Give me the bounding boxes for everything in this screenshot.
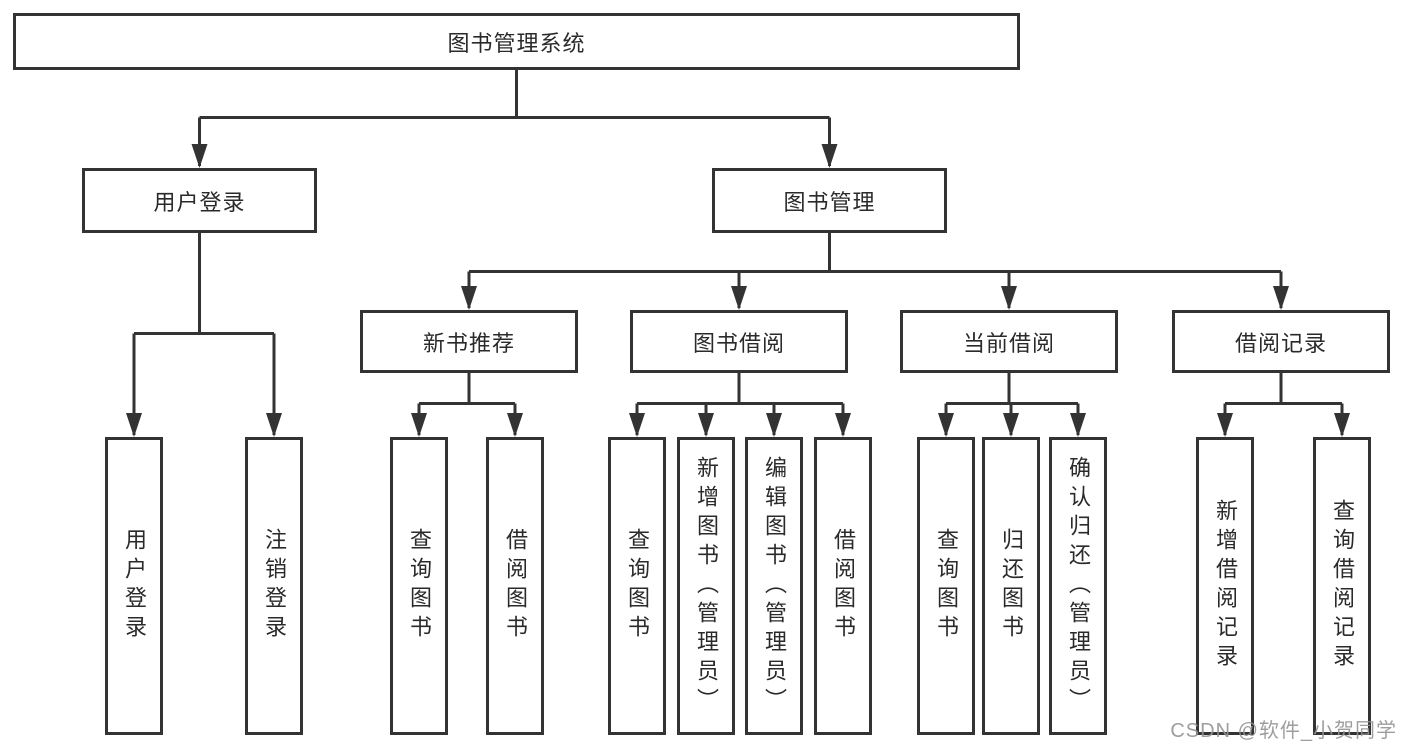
node-root-system: 图书管理系统 (13, 13, 1020, 70)
leaf-return-books: 归还图书 (982, 437, 1040, 735)
node-label: 新增借阅记录 (1213, 499, 1238, 673)
arrow-down-icon (266, 413, 282, 437)
node-label: 查询图书 (625, 528, 650, 644)
arrow-down-icon (411, 413, 427, 437)
node-label: 编辑图书（管理员） (762, 455, 787, 717)
arrow-down-icon (191, 144, 208, 168)
leaf-add-borrow-record: 新增借阅记录 (1196, 437, 1254, 735)
node-label: 用户登录 (122, 528, 147, 644)
node-borrow-records: 借阅记录 (1172, 310, 1390, 373)
arrow-down-icon (835, 413, 851, 437)
node-label: 借阅图书 (503, 528, 528, 644)
node-label: 查询图书 (407, 528, 432, 644)
node-new-book-recommend: 新书推荐 (360, 310, 578, 373)
leaf-query-books-recommend: 查询图书 (390, 437, 448, 735)
node-book-management: 图书管理 (712, 168, 947, 233)
leaf-borrow-books-recommend: 借阅图书 (486, 437, 544, 735)
node-current-borrowing: 当前借阅 (900, 310, 1118, 373)
node-label: 确认归还（管理员） (1066, 455, 1091, 717)
tree-edges (132, 70, 1344, 435)
node-label: 当前借阅 (962, 330, 1055, 356)
arrow-down-icon (1217, 413, 1233, 437)
arrow-down-icon (766, 413, 782, 437)
node-book-borrowing: 图书借阅 (630, 310, 848, 373)
leaf-add-books-admin: 新增图书（管理员） (677, 437, 735, 735)
leaf-query-borrow-record: 查询借阅记录 (1313, 437, 1371, 735)
node-label: 图书管理 (783, 189, 876, 215)
arrow-down-icon (731, 286, 747, 310)
leaf-logout: 注销登录 (245, 437, 303, 735)
node-label: 借阅记录 (1234, 330, 1327, 356)
node-label: 新书推荐 (422, 330, 515, 356)
arrow-down-icon (821, 144, 838, 168)
arrow-down-icon (1003, 413, 1019, 437)
node-user-login: 用户登录 (82, 168, 317, 233)
node-label: 图书管理系统 (447, 30, 586, 56)
leaf-query-books-current: 查询图书 (917, 437, 975, 735)
leaf-borrow-books: 借阅图书 (814, 437, 872, 735)
node-label: 用户登录 (153, 189, 246, 215)
node-label: 新增图书（管理员） (694, 455, 719, 717)
node-label: 查询借阅记录 (1330, 499, 1355, 673)
leaf-query-books-borrow: 查询图书 (608, 437, 666, 735)
arrowhead-icons (126, 144, 1350, 437)
arrow-down-icon (698, 413, 714, 437)
arrow-down-icon (1001, 286, 1017, 310)
leaf-confirm-return-admin: 确认归还（管理员） (1049, 437, 1107, 735)
arrow-down-icon (126, 413, 142, 437)
arrow-down-icon (461, 286, 477, 310)
leaf-user-login: 用户登录 (105, 437, 163, 735)
node-label: 注销登录 (262, 528, 287, 644)
arrow-down-icon (507, 413, 523, 437)
arrow-down-icon (938, 413, 954, 437)
node-label: 查询图书 (934, 528, 959, 644)
arrow-down-icon (1334, 413, 1350, 437)
arrow-down-icon (1070, 413, 1086, 437)
arrow-down-icon (629, 413, 645, 437)
arrow-down-icon (1273, 286, 1289, 310)
node-label: 归还图书 (999, 528, 1024, 644)
node-label: 借阅图书 (831, 528, 856, 644)
leaf-edit-books-admin: 编辑图书（管理员） (745, 437, 803, 735)
node-label: 图书借阅 (692, 330, 785, 356)
